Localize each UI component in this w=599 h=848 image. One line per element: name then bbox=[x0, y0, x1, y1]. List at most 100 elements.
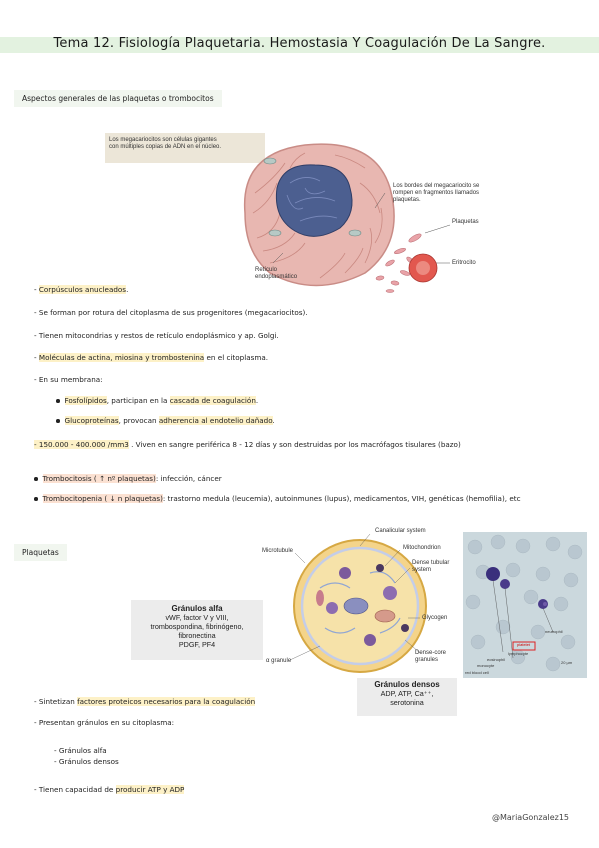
dense-granule bbox=[364, 634, 376, 646]
bullet-dot bbox=[56, 419, 60, 423]
title-band bbox=[0, 37, 599, 53]
highlight: Fosfolípidos bbox=[64, 396, 107, 405]
section-header-aspectos: Aspectos generales de las plaquetas o tr… bbox=[14, 90, 222, 107]
bullet-mitocondrias: - Tienen mitocondrias y restos de retícu… bbox=[34, 331, 279, 340]
scale-bar-label: 20 µm bbox=[561, 660, 573, 665]
label-mitochondrion: Mitochondrion bbox=[403, 545, 441, 551]
caption-line: con múltiples copias de ADN en el núcleo… bbox=[109, 144, 222, 151]
text: , participan en la bbox=[106, 396, 170, 405]
mitochondrion bbox=[263, 157, 277, 165]
caption-bg bbox=[105, 133, 265, 163]
text: , provocan bbox=[118, 416, 159, 425]
box-line: PDGF, PF4 bbox=[178, 640, 216, 649]
author-handle: @MariaGonzalez15 bbox=[491, 813, 569, 822]
text: . bbox=[255, 396, 259, 405]
glycogen bbox=[343, 597, 369, 615]
text: . bbox=[272, 416, 275, 425]
caption-line: endoplasmático bbox=[255, 274, 298, 281]
box-line: fibronectina bbox=[178, 631, 216, 640]
highlight: producir ATP y ADP bbox=[115, 785, 185, 794]
micro-leaders bbox=[492, 579, 554, 659]
platelet-fragments bbox=[375, 233, 422, 293]
red-cells bbox=[465, 534, 583, 672]
nucleus bbox=[275, 164, 353, 237]
label-dense-core: Dense-core granules bbox=[415, 650, 446, 664]
neutrophil-cell bbox=[486, 567, 500, 581]
bullet-granulos: - Presentan gránulos en su citoplasma: bbox=[34, 718, 175, 727]
trombocitopenia-line: Trombocitopenia ( ↓ n plaquetas): trasto… bbox=[34, 494, 521, 503]
platelet-structure-illustration bbox=[289, 533, 427, 673]
label-platelet: platelet bbox=[517, 642, 530, 647]
section-header-plaquetas: Plaquetas bbox=[14, 544, 67, 561]
organelle bbox=[316, 590, 324, 606]
text: . Viven en sangre periférica 8 - 12 días… bbox=[128, 440, 461, 449]
caption-borders: Los bordes del megacariocito se rompen e… bbox=[393, 183, 479, 205]
platelet-count-line: - 150.000 - 400.000 /mm3 . Viven en sang… bbox=[34, 440, 461, 449]
leader-line bbox=[374, 192, 386, 209]
box-line: serotonina bbox=[390, 698, 424, 707]
bullet-membrana: - En su membrana: bbox=[34, 375, 103, 384]
platelet-highlight-box bbox=[512, 641, 536, 651]
bullet-actina: - Moléculas de actina, miosina y trombos… bbox=[34, 353, 268, 362]
text: : trastorno medula (leucemia), autoinmun… bbox=[162, 494, 521, 503]
box-line: ADP, ATP, Ca⁺⁺, bbox=[380, 689, 434, 698]
label-reticulo: Retículo endoplasmático bbox=[255, 267, 297, 281]
label-microtubule: Microtubule bbox=[262, 548, 294, 554]
caption-megakaryocyte: Los megacariocitos son células gigantes … bbox=[109, 137, 221, 151]
highlight: factores proteicos necesarios para la co… bbox=[77, 697, 256, 706]
mitochondrion bbox=[348, 229, 362, 237]
box-title: Gránulos densos bbox=[374, 680, 440, 689]
label-plaquetas: Plaquetas bbox=[452, 219, 479, 225]
granulos-alfa-box: Gránulos alfa vWF, factor V y VIII, trom… bbox=[131, 600, 263, 660]
micrograph-image bbox=[463, 532, 587, 678]
leader-line bbox=[424, 224, 451, 234]
label-monocyte: monocyte bbox=[477, 663, 495, 668]
text: . bbox=[126, 285, 129, 294]
alpha-granule bbox=[326, 602, 338, 614]
highlight: Trombocitopenia ( ↓ n plaquetas) bbox=[42, 494, 163, 503]
caption-line: Retículo bbox=[255, 267, 278, 273]
box-title: Gránulos alfa bbox=[171, 604, 223, 613]
caption-line: system bbox=[412, 567, 432, 574]
box-line: trombospondina, fibrinógeno, bbox=[150, 622, 244, 631]
platelet-structure-figure: Canalicular system Mitochondrion Dense t… bbox=[260, 528, 460, 688]
text: - Tienen capacidad de bbox=[34, 785, 116, 794]
text: - bbox=[34, 353, 39, 362]
caption-line: Los megacariocitos son células gigantes bbox=[109, 137, 217, 143]
highlight: adherencia al endotelio dañado bbox=[158, 416, 273, 425]
caption-line: rompen en fragmentos llamados bbox=[393, 190, 480, 197]
highlight: Glucoproteínas bbox=[64, 416, 119, 425]
bullet-anucleados: - Corpúsculos anucleados. bbox=[34, 285, 128, 294]
caption-line: granules bbox=[415, 657, 439, 664]
caption-line: Dense tubular bbox=[412, 560, 450, 566]
box-line: vWF, factor V y VIII, bbox=[165, 613, 229, 622]
label-canalicular: Canalicular system bbox=[375, 528, 426, 534]
caption-line: plaquetas. bbox=[393, 197, 421, 204]
canalicular-system bbox=[319, 571, 401, 634]
blood-smear-micrograph: neutrophil platelet lymphocyte eosinophi… bbox=[463, 532, 587, 678]
granulo-densos-item: - Gránulos densos bbox=[54, 757, 119, 766]
alpha-granule bbox=[383, 586, 397, 600]
text: : infección, cáncer bbox=[155, 474, 222, 483]
megakaryocyte-figure: Los megacariocitos son células gigantes … bbox=[105, 133, 505, 293]
membrana-fosfolipidos: Fosfolípidos, participan en la cascada d… bbox=[56, 396, 258, 405]
label-dense-tubular: Dense tubular system bbox=[412, 560, 449, 574]
nucleus-texture bbox=[286, 177, 338, 222]
page-title: Tema 12. Fisiología Plaquetaria. Hemosta… bbox=[53, 36, 546, 51]
highlight: Trombocitosis ( ↑ nº plaquetas) bbox=[42, 474, 156, 483]
label-eritrocito: Eritrocito bbox=[452, 260, 476, 266]
leader-line bbox=[272, 252, 284, 264]
mitochondrion bbox=[374, 609, 396, 623]
dense-granule bbox=[339, 567, 351, 579]
text: en el citoplasma. bbox=[204, 353, 269, 362]
label-eosinophil: eosinophil bbox=[487, 657, 506, 662]
membrana-glucoproteinas: Glucoproteínas, provocan adherencia al e… bbox=[56, 416, 275, 425]
trombocitosis-line: Trombocitosis ( ↑ nº plaquetas): infecci… bbox=[34, 474, 222, 483]
text: - bbox=[34, 285, 39, 294]
label-lymphocyte: lymphocyte bbox=[508, 651, 529, 656]
label-red-blood-cell: red blood cell bbox=[465, 670, 489, 675]
lymphocyte-cell bbox=[500, 579, 510, 589]
label-glycogen: Glycogen bbox=[422, 615, 448, 621]
granulos-densos-box: Gránulos densos ADP, ATP, Ca⁺⁺, serotoni… bbox=[357, 678, 457, 716]
caption-line: Los bordes del megacariocito se bbox=[393, 183, 480, 189]
